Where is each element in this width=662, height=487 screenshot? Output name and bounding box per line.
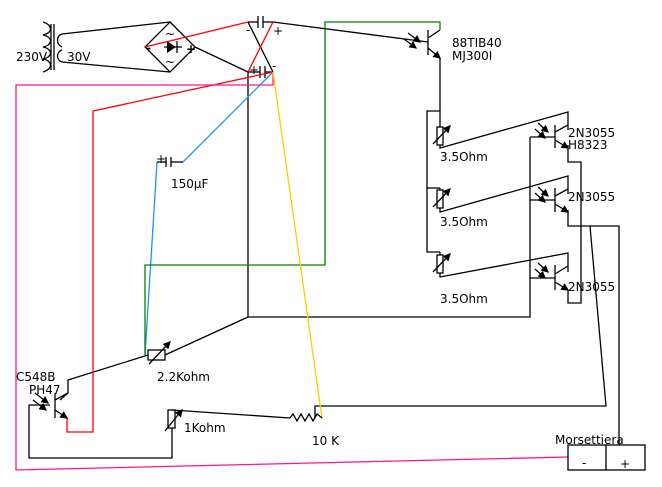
terminal-plus: +	[620, 457, 630, 471]
svg-text:~: ~	[165, 55, 175, 69]
power-transistor-3-label: 2N3055	[568, 280, 615, 294]
power-transistor-2-label: 2N3055	[568, 190, 615, 204]
cap1-plus: +	[273, 24, 283, 38]
bridge-minus: -	[146, 41, 151, 55]
res-10k-label: 10 K	[312, 434, 340, 448]
power-transistors	[534, 122, 570, 291]
pink-wire	[15, 72, 569, 471]
capacitor-top	[248, 16, 273, 28]
resistor-label-3: 3.5Ohm	[440, 292, 488, 306]
resistor-10k	[289, 412, 323, 423]
driver-transistor-label-2: MJ300I	[452, 49, 492, 63]
resistor-label-1: 3.5Ohm	[440, 150, 488, 164]
cap1-minus: -	[246, 23, 250, 37]
resistor-label-2: 3.5Ohm	[440, 215, 488, 229]
pot-2k2-label: 2.2Kohm	[157, 370, 210, 384]
small-transistor	[32, 392, 69, 419]
pot-1k-label: 1Kohm	[184, 421, 226, 435]
driver-transistor	[403, 29, 441, 59]
terminal-block	[567, 444, 646, 471]
svg-text:~: ~	[165, 27, 175, 41]
small-transistor-label-1: C548B	[16, 370, 56, 384]
potentiometer-2k2	[147, 341, 171, 365]
terminal-label: Morsettiera	[555, 433, 624, 447]
capacitor-150uf	[157, 157, 183, 167]
red-wire	[144, 21, 249, 48]
transformer-secondary-label: 30V	[67, 50, 91, 64]
terminal-minus: -	[582, 456, 586, 470]
blue-wire	[144, 161, 158, 356]
cap3-value: 150µF	[171, 177, 209, 191]
capacitor-bottom	[248, 66, 273, 78]
cap2-plus: +	[249, 63, 259, 77]
power-transistor-1-label-2: H8323	[568, 138, 608, 152]
power-transistor-1-label-1: 2N3055	[568, 126, 615, 140]
transformer	[42, 21, 171, 73]
black-wires	[28, 21, 620, 459]
driver-transistor-label-1: 88TIB40	[452, 36, 502, 50]
blue-wire	[182, 71, 274, 163]
emitter-resistors	[432, 111, 569, 278]
cap2-minus: -	[272, 59, 276, 73]
bridge-rectifier: ~~	[144, 21, 249, 73]
red-wire	[247, 21, 274, 73]
bridge-plus: +	[186, 42, 196, 56]
yellow-wire	[272, 71, 323, 419]
potentiometer-1k	[164, 408, 183, 432]
red-wire	[66, 71, 274, 433]
transformer-primary-label: 230V	[16, 50, 48, 64]
small-transistor-label-2: PH47	[29, 383, 61, 397]
cap3-plus: +	[156, 152, 166, 166]
green-wire	[144, 21, 441, 355]
